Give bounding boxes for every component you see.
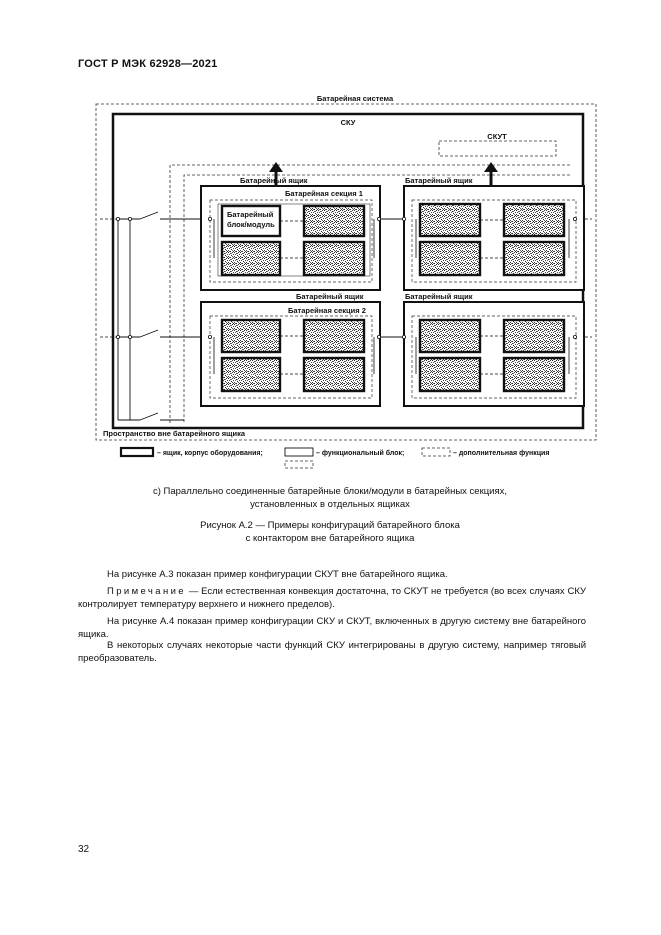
battery-box-label: Батарейный ящик (240, 176, 308, 185)
document-header: ГОСТ Р МЭК 62928—2021 (78, 58, 218, 70)
legend-enclosure-swatch (119, 446, 155, 458)
body-paragraph: На рисунке А.3 показан пример конфигурац… (107, 569, 448, 580)
subfigure-caption-line2: установленных в отдельных ящиках (250, 499, 410, 510)
battery-module (220, 318, 282, 354)
subfigure-caption-line1: c) Параллельно соединенные батарейные бл… (152, 486, 508, 497)
battery-box-label: Батарейный ящик (405, 292, 473, 301)
note-text: — Если естественная конвекция достаточна… (78, 586, 586, 610)
battery-module (418, 240, 482, 277)
sku-label: СКУ (341, 118, 356, 127)
legend-additional-text: – дополнительная функция (453, 450, 549, 457)
battery-box-label: Батарейный ящик (405, 176, 473, 185)
figure-caption: Рисунок А.2 — Примеры конфигураций батар… (150, 519, 510, 545)
battery-module (502, 356, 566, 393)
note-paragraph: Примечание — Если естественная конвекция… (78, 585, 586, 611)
legend-additional-swatch (421, 447, 451, 457)
skut-label: СКУТ (487, 132, 507, 141)
battery-module (220, 240, 282, 277)
skut-frame (438, 140, 557, 157)
battery-module (502, 202, 566, 238)
figure-caption-line2: с контактором вне батарейного ящика (245, 533, 415, 544)
contactor-switch (139, 211, 159, 220)
battery-section (209, 315, 373, 399)
battery-module (418, 202, 482, 238)
battery-box-label: Батарейный ящик (296, 292, 364, 301)
battery-system-diagram: Батарейная система СКУ СКУТ Батарейный я… (95, 94, 597, 469)
module-label-line2: блок/модуль (227, 220, 275, 229)
figure-caption-line1: Рисунок А.2 — Примеры конфигураций батар… (200, 520, 460, 531)
battery-module (220, 356, 282, 393)
legend-functional-swatch (284, 447, 314, 457)
contactor-switch (139, 329, 159, 338)
body-paragraph: На рисунке А.4 показан пример конфигурац… (78, 616, 586, 640)
body-paragraph: В некоторых случаях некоторые части функ… (78, 640, 586, 664)
battery-system-label: Батарейная система (317, 94, 394, 103)
battery-module (418, 356, 482, 393)
battery-module (302, 240, 366, 277)
subfigure-caption: c) Параллельно соединенные батарейные бл… (120, 485, 540, 511)
battery-module (302, 318, 366, 354)
battery-module (302, 204, 366, 238)
outside-area-label: Пространство вне батарейного ящика (103, 429, 246, 438)
battery-module (502, 318, 566, 354)
battery-system-frame (95, 103, 597, 441)
contactor-switch (139, 412, 159, 421)
module-label-line1: Батарейный (227, 210, 274, 219)
battery-section-label: Батарейная секция 1 (285, 189, 363, 198)
legend-functional-text: – функциональный блок; (316, 449, 404, 457)
page-number: 32 (78, 844, 90, 855)
battery-section (411, 315, 577, 399)
battery-section (411, 199, 577, 283)
battery-module (302, 356, 366, 393)
battery-section-label: Батарейная секция 2 (288, 306, 366, 315)
legend-additional-swatch-continued (284, 460, 314, 469)
note-label: Примечание (107, 586, 186, 597)
battery-module (418, 318, 482, 354)
battery-section (209, 199, 373, 283)
diagram-legend: – ящик, корпус оборудования; – функциона… (119, 446, 549, 469)
legend-enclosure-text: – ящик, корпус оборудования; (157, 449, 263, 457)
battery-module (502, 240, 566, 277)
